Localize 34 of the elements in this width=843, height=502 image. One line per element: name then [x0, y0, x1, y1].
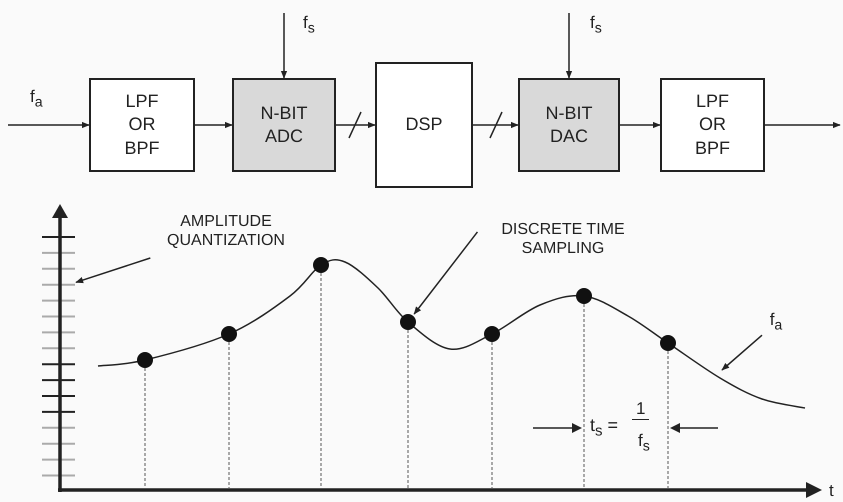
quantization-ticks — [42, 236, 75, 476]
sample-dot — [221, 326, 237, 342]
filter-block: LPF OR BPF — [660, 78, 765, 172]
annotation-text: DISCRETE TIME SAMPLING — [470, 220, 656, 266]
leader-arrow — [75, 257, 151, 284]
signal-label: f$_{s}$ — [590, 14, 602, 37]
formula-text: t$_{s}$ = — [590, 416, 618, 440]
arrow — [8, 122, 90, 128]
axis-label: t — [829, 482, 834, 501]
arrow — [195, 122, 233, 128]
arrow — [620, 122, 661, 128]
signal-label: f$_{s}$ — [303, 14, 315, 37]
sample-dot — [576, 288, 592, 304]
arrow — [336, 122, 376, 128]
dac-block: N-BIT DAC — [518, 78, 620, 172]
filter-block: LPF OR BPF — [89, 78, 195, 172]
annotation-text: AMPLITUDE QUANTIZATION — [140, 212, 312, 258]
leader-arrow — [414, 232, 478, 315]
dsp-block: DSP — [375, 62, 473, 188]
arrow — [280, 13, 288, 79]
signal-label: f$_{a}$ — [762, 310, 790, 336]
sample-dot — [137, 352, 153, 368]
arrow — [765, 122, 841, 128]
arrow — [473, 122, 519, 128]
sample-dot — [400, 314, 416, 330]
signal-label: f$_{a}$ — [30, 88, 43, 111]
leader-arrow — [721, 334, 762, 371]
arrow — [566, 13, 572, 79]
sample-dot — [484, 326, 500, 342]
sample-dot — [313, 257, 329, 273]
adc-block: N-BIT ADC — [232, 78, 336, 172]
formula-text: f$_{s}$ — [638, 432, 650, 455]
sample-dot — [660, 335, 676, 351]
formula-text: 1 — [632, 400, 650, 420]
